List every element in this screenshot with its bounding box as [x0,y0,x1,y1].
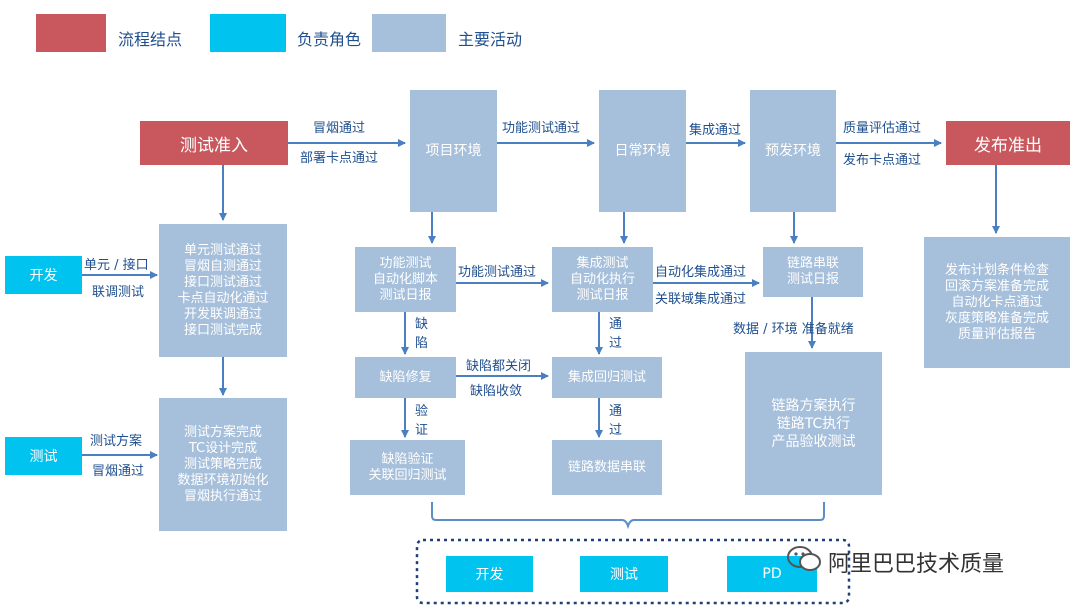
edge-label-data-env-ready: 数据 / 环境 准备就绪 [733,322,854,337]
project-env: 项目环境 [410,90,497,212]
edge-label-test-smoke: 冒烟通过 [92,464,145,479]
role-dev: 开发 [5,256,82,294]
integ-regress-box: 集成回归测试 [552,357,662,398]
edge-label-dev-joint: 联调测试 [92,285,145,300]
edge-label-defects-closed: 缺陷都关闭 [466,359,532,374]
edge-label-pass-vertical-2: 通 过 [609,404,623,438]
watermark-text: 阿里巴巴技术质量 [828,552,1005,577]
test-checks-box: 测试方案完成 TC设计完成 测试策略完成 数据环境初始化 冒烟执行通过 [159,398,287,531]
edge-label-defect-vertical: 缺 陷 [415,317,429,351]
chain-exec-box: 链路方案执行 链路TC执行 产品验收测试 [745,352,882,495]
chain-report-box: 链路串联 测试日报 [763,247,863,297]
edge-label-dev-unit-api: 单元 / 接口 [84,258,149,273]
team-dev: 开发 [446,556,533,592]
edge-label-func-test-pass: 功能测试通过 [502,121,581,136]
role-test: 测试 [5,437,82,475]
entry-node: 测试准入 [140,121,288,165]
wechat-icon [786,544,822,574]
legend-label-role: 负责角色 [297,30,362,49]
edge-label-func-test-pass-2: 功能测试通过 [458,265,537,280]
edge-label-verify-vertical: 验 证 [415,404,429,438]
staging-env: 预发环境 [750,90,836,212]
edge-label-integ-pass: 集成通过 [689,123,742,138]
legend-label-activity: 主要活动 [458,30,523,49]
edge-label-pass-vertical-1: 通 过 [609,317,623,351]
legend-label-process-node: 流程结点 [118,30,183,49]
edge-label-auto-integ-pass: 自动化集成通过 [655,265,747,280]
defect-fix-box: 缺陷修复 [355,357,456,398]
edge-label-deploy-pass: 部署卡点通过 [300,151,379,166]
defect-verify-box: 缺陷验证 关联回归测试 [350,440,465,495]
edge-label-defects-converge: 缺陷收敛 [470,384,523,399]
team-test: 测试 [580,556,668,592]
edge-label-smoke-pass: 冒烟通过 [313,121,366,136]
daily-env: 日常环境 [599,90,686,212]
dev-checks-box: 单元测试通过 冒烟自测通过 接口测试通过 卡点自动化通过 开发联调通过 接口测试… [159,224,287,357]
edge-label-test-plan: 测试方案 [90,434,143,449]
edge-label-quality-pass: 质量评估通过 [843,121,922,136]
func-report-box: 功能测试 自动化脚本 测试日报 [355,247,456,312]
chain-data-box: 链路数据串联 [552,440,662,495]
legend-swatch-process-node [36,14,106,52]
release-node: 发布准出 [946,121,1070,165]
legend-swatch-activity [372,14,446,52]
edge-label-release-gate-pass: 发布卡点通过 [843,153,922,168]
integ-report-box: 集成测试 自动化执行 测试日报 [552,247,653,312]
release-checks-box: 发布计划条件检查 回滚方案准备完成 自动化卡点通过 灰度策略准备完成 质量评估报… [924,237,1070,368]
legend-swatch-role [210,14,286,52]
edge-label-domain-integ-pass: 关联域集成通过 [655,292,747,307]
